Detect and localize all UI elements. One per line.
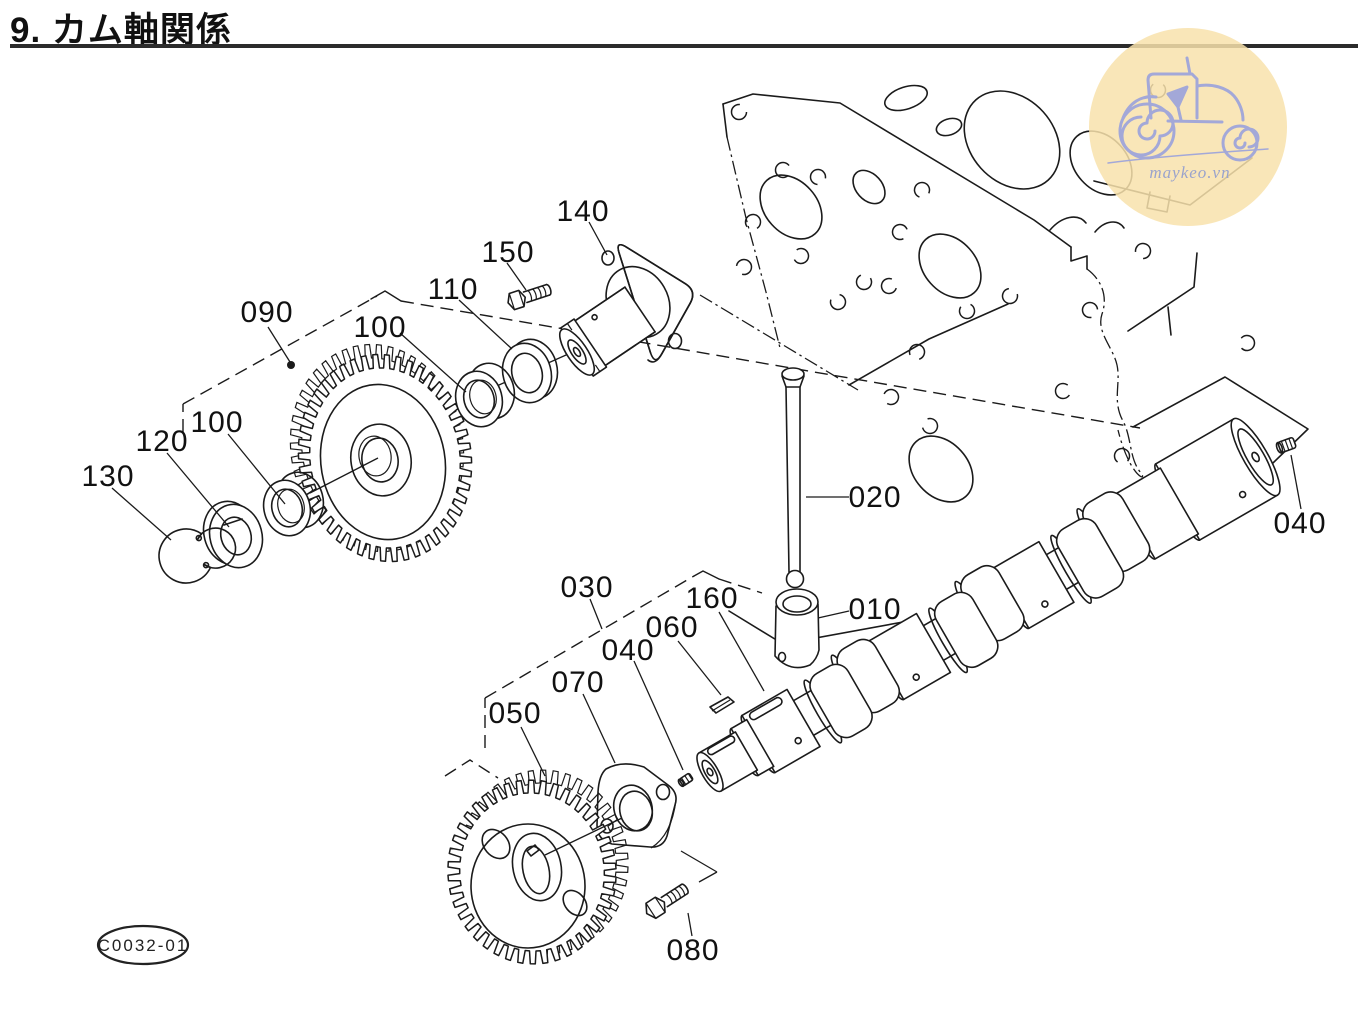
figure-code-stamp: C0032-01 [96, 924, 190, 966]
figure-code: C0032-01 [98, 936, 189, 955]
part-label-150: 150 [481, 236, 534, 269]
part-label-030: 030 [560, 571, 613, 604]
push-rod [781, 367, 805, 589]
gear-bushing-left [262, 471, 325, 537]
part-label-040-front: 040 [601, 634, 654, 667]
gear-bushing-right [454, 362, 516, 428]
part-label-050: 050 [488, 697, 541, 730]
part-label-160: 160 [685, 582, 738, 615]
part-label-070: 070 [551, 666, 604, 699]
tappet [774, 588, 820, 669]
holder-bolt [507, 283, 552, 311]
leader-lines [111, 221, 1302, 937]
snap-ring [158, 527, 237, 584]
part-label-130: 130 [81, 460, 134, 493]
thrust-collar [501, 338, 559, 404]
tractor-icon [1107, 56, 1269, 164]
part-label-080: 080 [666, 934, 719, 967]
title-underline [10, 44, 1358, 48]
camshaft [696, 417, 1281, 793]
bearing-holder [558, 243, 694, 377]
part-label-140: 140 [556, 195, 609, 228]
part-label-060: 060 [645, 611, 698, 644]
part-label-040-rear: 040 [1273, 507, 1326, 540]
flange-bolt [645, 883, 689, 920]
part-label-110: 110 [428, 273, 479, 306]
part-label-090: 090 [240, 296, 293, 329]
watermark-text: maykeo.vn [1149, 163, 1230, 182]
set-screw-front [677, 772, 694, 788]
thrust-washer [202, 500, 264, 569]
part-label-120: 120 [135, 425, 188, 458]
cam-gear [289, 343, 473, 563]
page-title: 9. カム軸関係 [10, 11, 232, 50]
set-screw-rear [1275, 436, 1297, 454]
feather-key [709, 696, 735, 714]
part-label-010: 010 [848, 593, 901, 626]
watermark: maykeo.vn [1089, 28, 1287, 226]
watermark-circle [1089, 28, 1287, 226]
bolt-hole-marks [730, 81, 1256, 465]
part-label-100-right: 100 [353, 311, 406, 344]
idle-gear [447, 769, 629, 965]
part-label-100-left: 100 [190, 406, 243, 439]
bearing-set-plate [596, 763, 677, 849]
part-label-020: 020 [848, 481, 901, 514]
group-boundary-dashes [182, 290, 1141, 779]
